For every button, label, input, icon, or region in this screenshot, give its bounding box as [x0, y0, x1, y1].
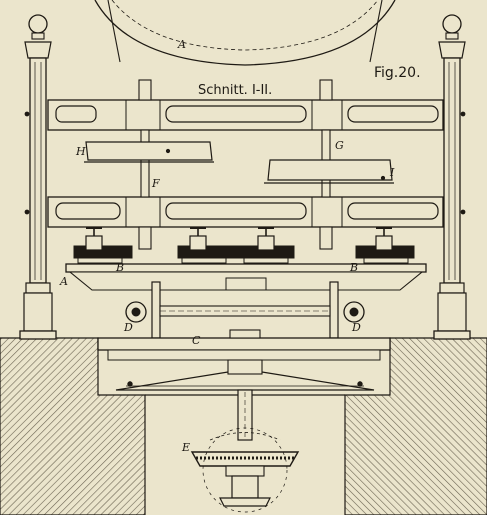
- label-b-left: B: [116, 261, 125, 274]
- lower-cross-beam: [47, 196, 444, 228]
- label-i: I: [390, 166, 395, 179]
- upper-cross-beam: [47, 99, 444, 131]
- tray-h: [84, 141, 214, 163]
- left-column: [19, 14, 57, 340]
- label-a-left: A: [60, 275, 68, 288]
- label-a-top: A: [178, 38, 186, 51]
- label-e: E: [182, 441, 191, 454]
- label-g: G: [335, 139, 344, 152]
- valve-assemblies: [73, 227, 415, 264]
- valve-3: [235, 227, 295, 264]
- label-d-right: D: [352, 321, 361, 334]
- base-frame: [97, 329, 391, 391]
- right-column: [433, 14, 471, 340]
- valve-1: [73, 227, 133, 264]
- label-d-left: D: [124, 321, 133, 334]
- label-b-right: B: [350, 261, 359, 274]
- section-caption: Schnitt. I-II.: [198, 83, 273, 98]
- label-f: F: [152, 177, 160, 190]
- drive-shaft-and-gear: [190, 389, 300, 513]
- spindle-f: [138, 79, 152, 250]
- column-bolts: [24, 111, 466, 215]
- tray-i: [264, 159, 394, 184]
- valve-4: [355, 227, 415, 264]
- label-h: H: [76, 145, 86, 158]
- drum-arc: [94, 0, 396, 66]
- valve-2: [177, 227, 237, 264]
- label-c: C: [192, 334, 201, 347]
- figure-number: Fig.20.: [374, 65, 421, 81]
